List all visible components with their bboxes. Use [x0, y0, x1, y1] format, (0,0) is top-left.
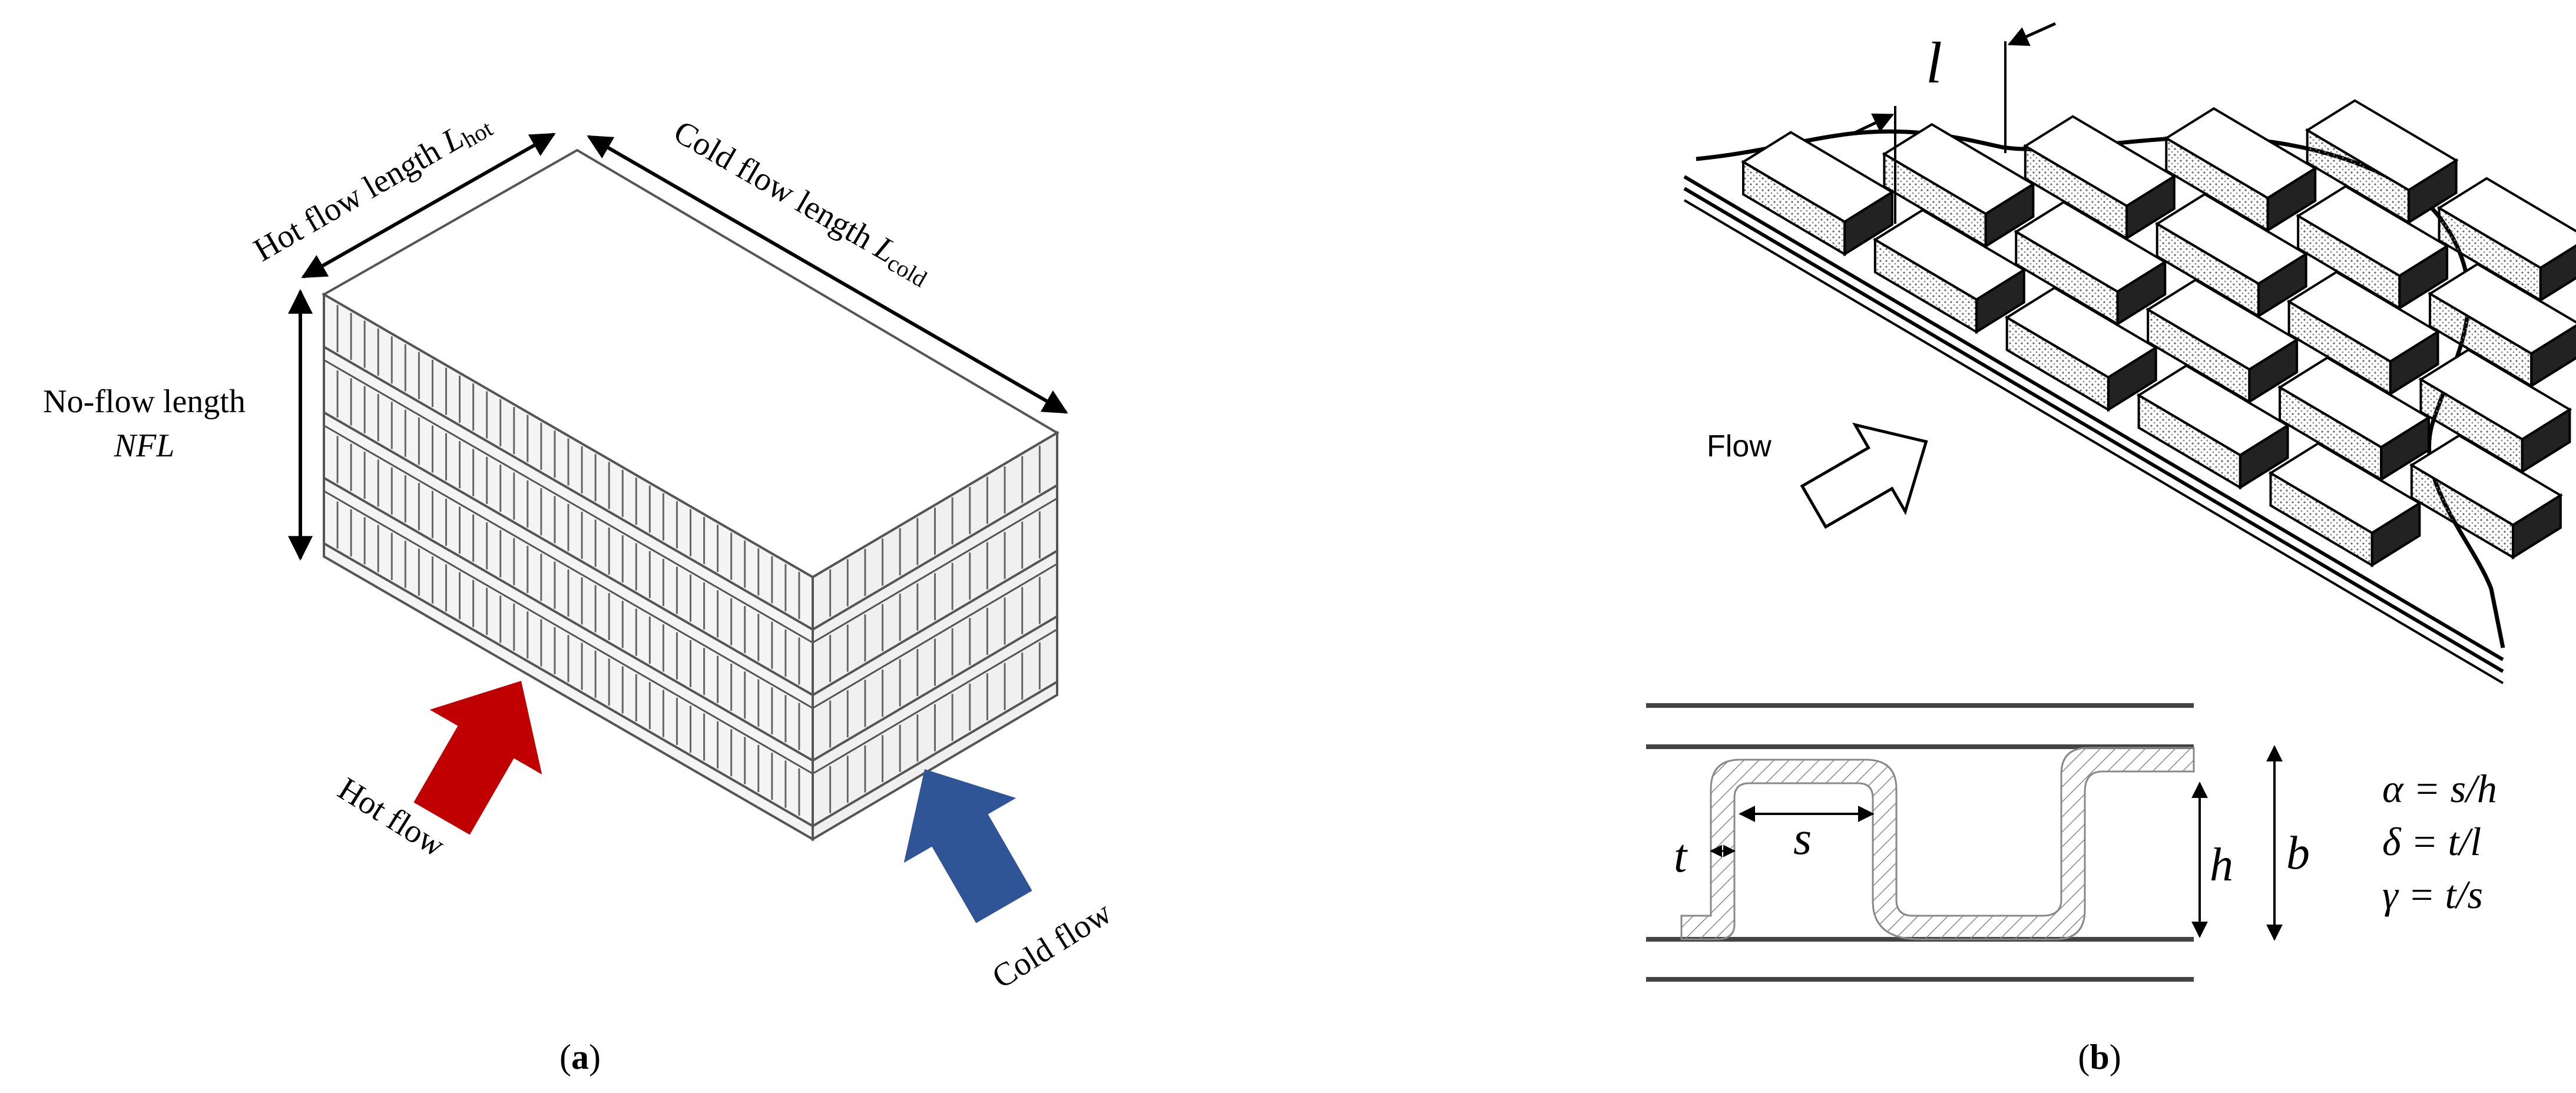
fin-line: [812, 563, 1058, 709]
fin-line: [812, 549, 1058, 696]
strip-fin: [2248, 337, 2299, 404]
label-s: s: [1793, 813, 1812, 865]
strip-fin: [2512, 493, 2562, 560]
panel-b: l Flow s t h b α = s/h δ = t/l γ = t/s (…: [1646, 22, 2576, 1077]
noflow-label-line2: NFL: [114, 428, 175, 464]
equation-gamma: γ = t/s: [2382, 872, 2483, 917]
exchanger-fins: [323, 304, 1058, 840]
fin-line: [323, 359, 813, 644]
fin-cross-section: [1680, 747, 2195, 940]
l-dim-arrow-right: [2007, 22, 2057, 47]
label-b: b: [2286, 827, 2310, 879]
strip-fin: [2521, 407, 2571, 474]
caption-b: (b): [2078, 1038, 2121, 1077]
cold-length-arrow: [587, 135, 1068, 414]
hot-length-arrow: [301, 133, 556, 279]
label-flow: Flow: [1707, 429, 1772, 463]
strip-fin: [2257, 251, 2307, 319]
fin-line: [323, 490, 813, 775]
fin-line: [812, 484, 1058, 631]
strip-fin: [2407, 158, 2458, 225]
fin-line: [323, 425, 813, 709]
fin-base-plate-1: [1683, 175, 2504, 661]
strip-fin: [1843, 190, 1893, 257]
fin-line: [812, 615, 1058, 762]
cold-flow-label: Cold flow: [986, 895, 1118, 996]
strip-fin: [2125, 174, 2176, 241]
fin-line: [323, 476, 814, 762]
offset-strip-fins: [1741, 99, 2576, 568]
strip-fin: [1975, 267, 2025, 334]
fin-line: [323, 346, 814, 631]
strip-fin: [2539, 244, 2576, 303]
fin-line: [323, 411, 814, 696]
label-l: l: [1926, 30, 1942, 95]
fin-line: [812, 681, 1058, 827]
equation-alpha: α = s/h: [2382, 766, 2497, 811]
strip-fin: [2380, 415, 2430, 482]
fin-base-plate-2: [1683, 187, 2504, 673]
noflow-label-line1: No-flow length: [43, 383, 246, 420]
label-t: t: [1674, 830, 1688, 882]
fin-line: [812, 497, 1058, 644]
strip-fin: [2398, 244, 2449, 310]
strip-fin: [2389, 329, 2439, 396]
label-h: h: [2210, 839, 2233, 891]
strip-fin: [2530, 324, 2576, 388]
fin-line: [323, 555, 813, 840]
strip-fin: [2370, 501, 2421, 568]
strip-fin: [1984, 182, 2035, 249]
hot-flow-arrow: [413, 681, 542, 835]
strip-fin: [2116, 260, 2167, 326]
equation-delta: δ = t/l: [2382, 819, 2481, 864]
caption-a: (a): [559, 1038, 601, 1077]
fin-line: [812, 628, 1058, 775]
flow-arrow: [1800, 422, 1928, 529]
fin-line: [323, 542, 814, 827]
fin-base-plate-3: [1683, 199, 2504, 684]
l-dim-arrow-left: [1854, 113, 1895, 134]
panel-a: Hot flow length Lhot Cold flow length Lc…: [43, 114, 1118, 1077]
cold-flow-arrow: [903, 769, 1032, 923]
strip-fin: [2107, 345, 2157, 412]
strip-fin: [2266, 166, 2317, 233]
fin-line: [812, 694, 1058, 840]
strip-fin: [2239, 423, 2289, 490]
